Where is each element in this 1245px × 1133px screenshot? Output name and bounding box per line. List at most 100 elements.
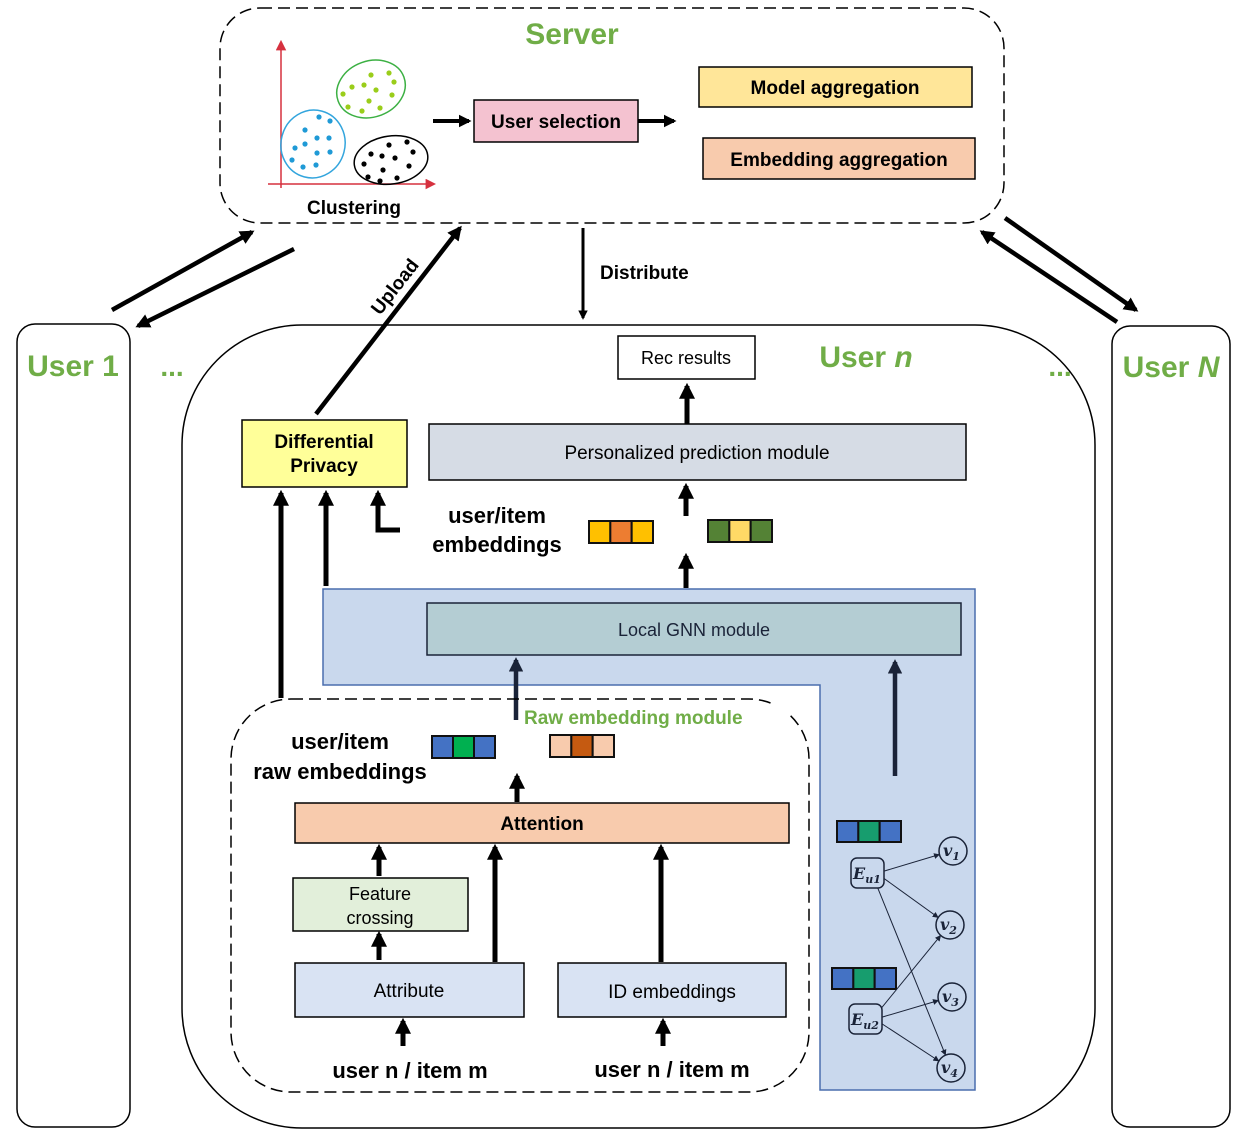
clustering-label: Clustering <box>307 198 401 219</box>
user-n-panel: User n <box>181 324 1096 1129</box>
raw-embeddings-label-line2: raw embeddings <box>253 759 427 784</box>
embedding-cell <box>630 520 655 544</box>
item-node-label: v3 <box>942 987 959 1009</box>
server-border <box>219 7 1005 224</box>
user-node-u2: Eu2 <box>848 1003 883 1035</box>
raw-embeddings-label-line1: user/item <box>291 729 389 754</box>
embedding-cell <box>588 520 612 544</box>
graph-edges <box>874 853 947 1062</box>
embedding-cell <box>852 967 876 990</box>
arrow-server-to-userN <box>1003 216 1139 312</box>
embedding-cell <box>857 820 881 843</box>
ellipsis-left: ... <box>160 351 183 382</box>
embeddings-label-line2: embeddings <box>432 532 562 557</box>
arrow-userN-to-server <box>979 230 1119 324</box>
item-node-label: v2 <box>940 915 957 937</box>
user-N-panel: User N <box>1111 325 1231 1128</box>
id-embeddings-label: ID embeddings <box>608 982 736 1003</box>
user-selection-box: User selection <box>473 99 639 143</box>
arrow-user1-to-server <box>110 230 255 312</box>
graph-edge-u2-v4 <box>880 1022 940 1062</box>
attribute-label: Attribute <box>374 981 445 1002</box>
raw-embedding-module: Raw embedding module user/item raw embed… <box>230 698 810 1093</box>
embedding-vector-graph-u1 <box>836 820 903 843</box>
embeddings-label-line1: user/item <box>448 503 546 528</box>
graph-edge-u1-v2 <box>882 876 939 918</box>
arrow-server-to-user1 <box>135 246 295 329</box>
embedding-vector-user-item-right <box>707 519 774 543</box>
local-gnn-label: Local GNN module <box>618 620 770 640</box>
differential-privacy-line2: Privacy <box>290 456 358 477</box>
user-node-u1: Eu1 <box>850 857 885 889</box>
item-node-v3: v3 <box>937 982 967 1012</box>
embedding-cell <box>749 519 774 543</box>
attribute-box: Attribute <box>294 962 525 1018</box>
embedding-aggregation-label: Embedding aggregation <box>730 150 947 171</box>
cluster-blue <box>280 109 346 179</box>
graph-edge-u1-v1 <box>884 853 941 872</box>
feature-crossing-line2: crossing <box>346 908 413 928</box>
user-selection-label: User selection <box>491 112 621 133</box>
embedding-cell <box>431 735 454 759</box>
graph-edge-u2-v2 <box>876 934 942 1014</box>
user-node-label: Eu1 <box>852 864 881 886</box>
embedding-cell <box>873 967 898 990</box>
item-node-label: v4 <box>941 1058 958 1080</box>
feature-crossing-line1: Feature <box>349 884 411 904</box>
rec-results-label: Rec results <box>641 348 731 368</box>
id-embeddings-box: ID embeddings <box>557 962 787 1018</box>
embedding-vector-raw-left <box>431 735 496 759</box>
raw-embedding-title-bg <box>521 704 787 730</box>
server-title: Server <box>525 18 619 51</box>
user-node-label: Eu2 <box>850 1010 879 1032</box>
cluster-black <box>353 134 429 186</box>
graph-edge-u2-v3 <box>882 999 940 1018</box>
feature-crossing-box: Feature crossing <box>292 877 469 932</box>
embedding-cell <box>831 967 855 990</box>
item-node-v1: v1 <box>938 836 968 866</box>
input-right-label: user n / item m <box>594 1057 749 1082</box>
item-node-v4: v4 <box>936 1053 966 1083</box>
embedding-cell <box>878 820 903 843</box>
embedding-cell <box>728 519 752 543</box>
user-1-label: User 1 <box>27 350 119 383</box>
ellipsis-right: ... <box>1048 351 1071 382</box>
item-node-v2: v2 <box>935 910 965 940</box>
cluster-green <box>335 59 407 119</box>
arrow-embeddings-to-dp <box>369 489 400 533</box>
embedding-vector-user-item-left <box>588 520 655 544</box>
user-N-label: User N <box>1123 351 1221 384</box>
model-aggregation-label: Model aggregation <box>751 78 920 99</box>
user-n-label: User n <box>819 341 912 374</box>
differential-privacy-box: Differential Privacy <box>241 419 408 488</box>
embedding-cell <box>549 734 573 758</box>
rec-results-box: Rec results <box>617 335 756 380</box>
attention-label: Attention <box>500 814 583 835</box>
embedding-cell <box>707 519 731 543</box>
embedding-cell <box>609 520 633 544</box>
embedding-cell <box>836 820 860 843</box>
user-1-panel: User 1 <box>16 323 131 1128</box>
input-left-label: user n / item m <box>332 1058 487 1083</box>
distribute-label: Distribute <box>600 263 689 284</box>
upload-arrow <box>314 225 462 416</box>
differential-privacy-line1: Differential <box>274 432 373 453</box>
graph-edge-u1-v4 <box>874 880 947 1056</box>
clustering-plot: Clustering <box>268 39 437 219</box>
raw-embedding-module-title: Raw embedding module <box>524 708 743 729</box>
embedding-aggregation-box: Embedding aggregation <box>702 137 976 180</box>
raw-embedding-module-border <box>230 698 810 1093</box>
embedding-cell <box>452 735 475 759</box>
local-gnn-box: Local GNN module <box>426 602 962 656</box>
model-aggregation-box: Model aggregation <box>698 66 973 108</box>
personalized-prediction-label: Personalized prediction module <box>564 443 829 464</box>
embedding-cell <box>473 735 496 759</box>
embedding-cell <box>570 734 594 758</box>
item-node-label: v1 <box>943 841 960 863</box>
server-panel: Server <box>219 7 1005 224</box>
attention-box: Attention <box>294 802 790 844</box>
embedding-vector-raw-right <box>549 734 616 758</box>
